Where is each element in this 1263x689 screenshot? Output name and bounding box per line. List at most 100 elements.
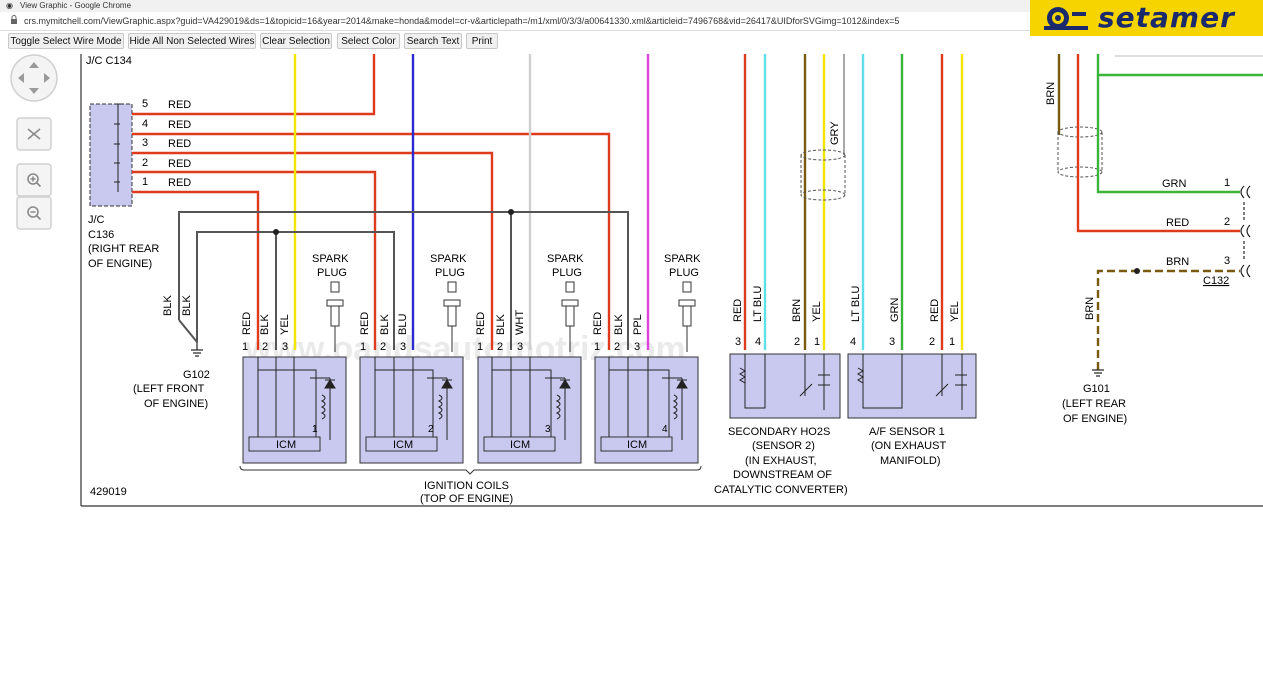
jc-pin-3: 3 RED	[142, 137, 191, 150]
af-pin-color: LT BLU	[850, 286, 862, 322]
coil-pin-color: PPL	[632, 314, 644, 335]
coil-pin-color: BLK	[495, 314, 507, 335]
blk-ground-wires[interactable]	[178, 211, 629, 350]
coil-pin-color: BLK	[613, 314, 625, 335]
coil-pin-num: 2	[497, 341, 503, 353]
coil-number: 4	[662, 424, 668, 435]
address-url[interactable]: crs.mymitchell.com/ViewGraphic.aspx?guid…	[24, 16, 900, 26]
gear-wheel-icon	[1044, 7, 1088, 30]
coil-number: 2	[428, 424, 434, 435]
af-pin-num: 1	[949, 336, 955, 348]
jc-bottom-l4: OF ENGINE)	[88, 258, 152, 270]
toggle-select-wire-mode-button[interactable]: Toggle Select Wire Mode	[8, 33, 124, 49]
wire-jc2-coil2[interactable]	[132, 170, 377, 350]
ho2s-label-l3: (IN EXHAUST,	[745, 455, 817, 467]
splice-dot	[1134, 268, 1140, 274]
ground-symbol-g101	[1092, 369, 1104, 377]
icm-box	[600, 436, 673, 452]
figure-id: 429019	[90, 486, 127, 498]
wire-jc4-coil4[interactable]	[132, 132, 611, 350]
ho2s-pin-color: LT BLU	[752, 286, 764, 322]
coil-pin-num: 2	[614, 341, 620, 353]
icm-label: ICM	[510, 439, 530, 451]
coil-pin-num: 1	[242, 341, 248, 353]
c132-pin-color: GRN	[1162, 178, 1187, 190]
fit-to-screen-button[interactable]	[16, 117, 52, 151]
ho2s-pin-color: BRN	[791, 299, 803, 322]
coils-label-l2: (TOP OF ENGINE)	[420, 493, 513, 505]
jc-bottom-l3: (RIGHT REAR	[88, 243, 159, 255]
c132-pin-num: 3	[1224, 255, 1230, 267]
icm-box	[365, 436, 438, 452]
zoom-out-button[interactable]	[16, 196, 52, 230]
coil-pin-color: RED	[241, 312, 253, 335]
splice-dot	[273, 229, 279, 235]
ho2s-body	[729, 353, 841, 419]
ground-left-wire1: BLK	[162, 295, 174, 316]
zoom-out-icon	[27, 206, 39, 218]
clear-selection-button[interactable]: Clear Selection	[260, 33, 332, 49]
wire-brn-c132-3[interactable]	[1096, 269, 1240, 370]
coil-pin-num: 3	[282, 341, 288, 353]
jc-pin-color: RED	[168, 138, 191, 150]
spark-plug-label-l1: SPARK	[430, 253, 467, 265]
jc-pin-color: RED	[168, 119, 191, 131]
spark-plug-label-l2: PLUG	[669, 267, 699, 279]
coils-label-l1: IGNITION COILS	[424, 480, 509, 492]
expand-icon	[27, 128, 41, 140]
hide-non-selected-wires-button[interactable]: Hide All Non Selected Wires	[128, 33, 256, 49]
af-pin-color: RED	[929, 299, 941, 322]
brand-name: setamer	[1098, 1, 1235, 34]
pan-left-icon[interactable]	[18, 73, 24, 83]
pan-control[interactable]	[10, 54, 58, 102]
wire-grn-c132-1[interactable]	[1096, 75, 1240, 194]
pan-up-icon[interactable]	[29, 62, 39, 68]
ground-left-loc1: (LEFT FRONT	[133, 383, 205, 395]
ho2s-pin-num: 3	[735, 336, 741, 348]
zoom-in-button[interactable]	[16, 163, 52, 197]
pan-right-icon[interactable]	[44, 73, 50, 83]
ignition-coil-1: SPARK PLUG RED BLK YEL 1 2 3 ICM 1	[241, 253, 349, 464]
pan-down-icon[interactable]	[29, 88, 39, 94]
wire-jc3-coil3[interactable]	[132, 151, 494, 350]
coil-pin-num: 3	[634, 341, 640, 353]
wire-jc1-coil1[interactable]	[132, 190, 260, 350]
secondary-ho2s-sensor: GRY RED LT BLU BRN YEL 3 4 2 1 SECONDARY…	[714, 54, 848, 496]
af-sensor-1: LT BLU GRN RED YEL 4 3 2 1 A/F SENSOR 1 …	[847, 54, 977, 467]
icm-label: ICM	[627, 439, 647, 451]
coil-pin-color: WHT	[514, 310, 526, 335]
c132-connector-icon	[1240, 185, 1251, 278]
coil-pin-color: RED	[475, 312, 487, 335]
address-bar[interactable]: crs.mymitchell.com/ViewGraphic.aspx?guid…	[0, 12, 1263, 31]
coil-number: 3	[545, 424, 551, 435]
coil-pin-color: BLK	[259, 314, 271, 335]
wire-grn-top[interactable]	[1096, 54, 1263, 77]
wire-red-c132-2[interactable]	[1076, 54, 1240, 233]
jc-red-wires[interactable]	[132, 54, 611, 350]
search-text-button[interactable]: Search Text	[404, 33, 462, 49]
spark-plug-icon	[443, 281, 461, 352]
c132-pin-color: RED	[1166, 217, 1189, 229]
print-button[interactable]: Print	[466, 33, 498, 49]
jc-bus	[114, 103, 124, 192]
ho2s-label-l4: DOWNSTREAM OF	[733, 469, 832, 481]
af-pin-num: 3	[889, 336, 895, 348]
jc-connector	[89, 103, 133, 207]
coil-pin-color: BLK	[379, 314, 391, 335]
spark-plug-icon	[561, 281, 579, 352]
brand-logo: setamer	[1030, 0, 1263, 36]
wire-jc5-up[interactable]	[132, 54, 376, 116]
coil-pin-num: 1	[360, 341, 366, 353]
af-pin-num: 2	[929, 336, 935, 348]
ignition-coil-3: SPARK PLUG RED BLK WHT 1 2 3 ICM 3	[475, 253, 584, 464]
right-section: BRN GRN 1 RED 2 BRN 3 C132 BRN G101 (LEF…	[1045, 54, 1263, 425]
coil-pin-color: BLU	[397, 314, 409, 335]
jc-top-label: J/C C134	[86, 55, 132, 67]
ho2s-pin-color: YEL	[811, 301, 823, 322]
icm-box	[483, 436, 556, 452]
coils-bracket	[239, 465, 702, 475]
select-color-button[interactable]: Select Color	[337, 33, 400, 49]
coil-pin-num: 3	[400, 341, 406, 353]
spark-plug-label-l1: SPARK	[547, 253, 584, 265]
ho2s-pin-num: 2	[794, 336, 800, 348]
